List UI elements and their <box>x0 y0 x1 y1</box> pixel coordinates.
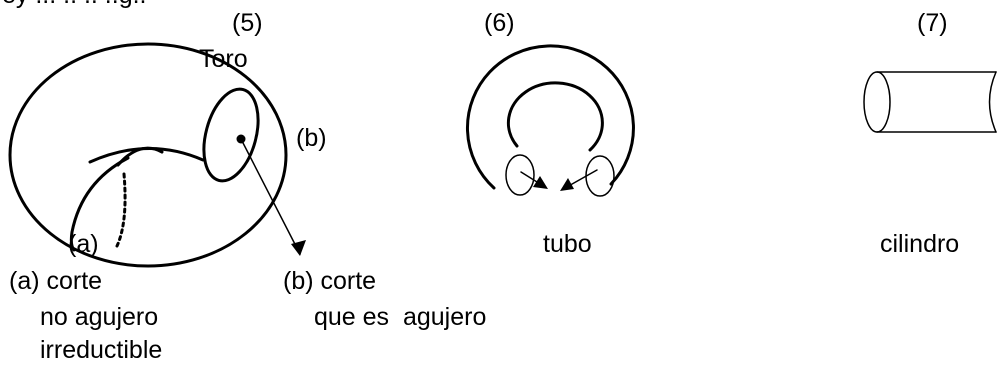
cut-a-dashed <box>115 172 127 248</box>
cut-b-caption-line-1: (b) corte <box>283 267 377 295</box>
cylinder-right-end <box>988 71 997 133</box>
tube-right-end <box>585 155 615 197</box>
tube-figure <box>465 44 635 197</box>
cut-b-arrow-line <box>240 138 301 255</box>
torus-number: (5) <box>232 9 263 37</box>
cut-a-caption-line-2: no agujero <box>40 303 159 331</box>
cut-b-caption-line-2: que es agujero <box>314 303 487 331</box>
tube-arrowhead-right <box>560 178 574 191</box>
tube-arrowhead-left <box>533 176 548 189</box>
torus-outline <box>8 42 288 268</box>
cut-a-solid <box>69 156 130 252</box>
top-clipped-text: ey ... .. .. ..g.. <box>2 0 147 10</box>
cylinder-left-end <box>863 71 891 133</box>
cylinder-caption: cilindro <box>880 230 960 258</box>
tube-inner-arc <box>506 81 604 152</box>
cylinder-number: (7) <box>917 9 948 37</box>
cut-b-loop <box>202 87 260 183</box>
torus-figure <box>8 42 301 268</box>
cut-a-caption-line-1: (a) corte <box>9 267 103 295</box>
tube-left-end <box>505 154 535 196</box>
cut-b-point <box>236 134 246 144</box>
cylinder-figure <box>863 71 997 133</box>
cut-b-arrowhead <box>291 240 306 256</box>
torus-title: Toro <box>199 45 248 73</box>
tube-number: (6) <box>484 9 515 37</box>
tube-caption: tubo <box>543 230 592 258</box>
cut-a-caption-line-3: irreductible <box>40 336 163 364</box>
tube-outer-arc <box>465 44 635 190</box>
cut-b-marker: (b) <box>296 124 327 152</box>
cut-a-marker: (a) <box>68 230 99 258</box>
torus-hole-lower-curve <box>88 147 205 164</box>
